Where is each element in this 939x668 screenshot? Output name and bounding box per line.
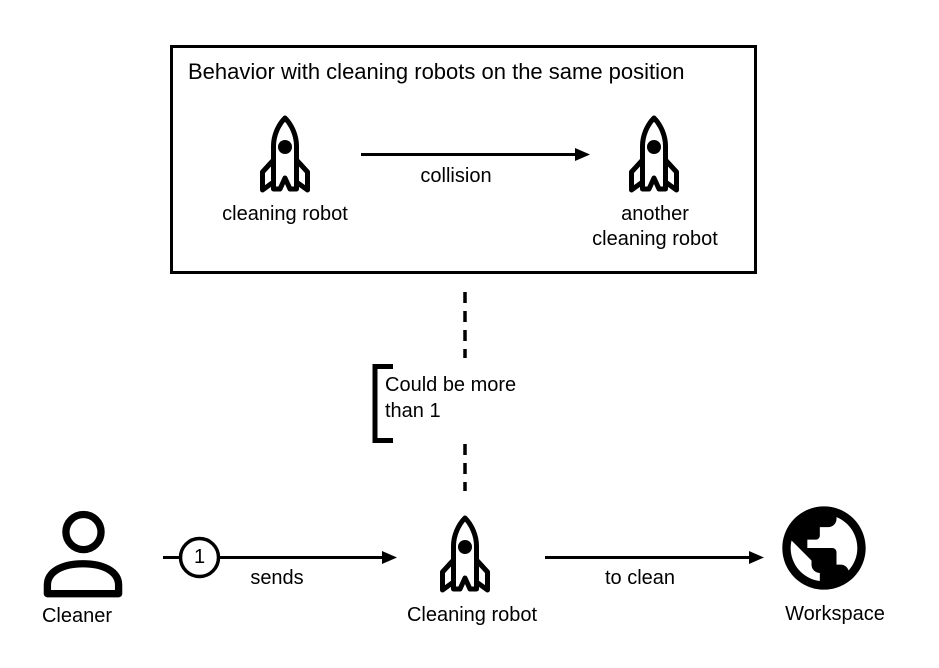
right-robot-label: another cleaning robot — [592, 203, 718, 250]
person-icon — [43, 510, 123, 598]
behavior-box-title: Behavior with cleaning robots on the sam… — [188, 59, 685, 84]
left-robot-label: cleaning robot — [222, 203, 348, 225]
workspace-label: Workspace — [785, 603, 885, 625]
behavior-group-box — [170, 45, 757, 274]
rocket-icon — [260, 115, 310, 193]
multiplicity-circle — [178, 536, 221, 579]
to-clean-arrow — [545, 551, 764, 564]
multiplicity-bracket — [372, 364, 393, 443]
collision-label: collision — [420, 165, 492, 187]
cleaning-robot-label: Cleaning robot — [406, 604, 538, 626]
sends-arrow — [163, 536, 397, 579]
sends-label: sends — [250, 567, 304, 589]
cleaner-label: Cleaner — [41, 605, 113, 627]
sends-multiplicity: 1 — [193, 546, 206, 568]
multiplicity-note: Could be more than 1 — [385, 374, 517, 422]
rocket-icon — [629, 115, 679, 193]
collision-arrow — [361, 148, 590, 161]
rocket-icon — [440, 515, 490, 593]
globe-icon — [782, 506, 866, 590]
to-clean-label: to clean — [604, 567, 676, 589]
